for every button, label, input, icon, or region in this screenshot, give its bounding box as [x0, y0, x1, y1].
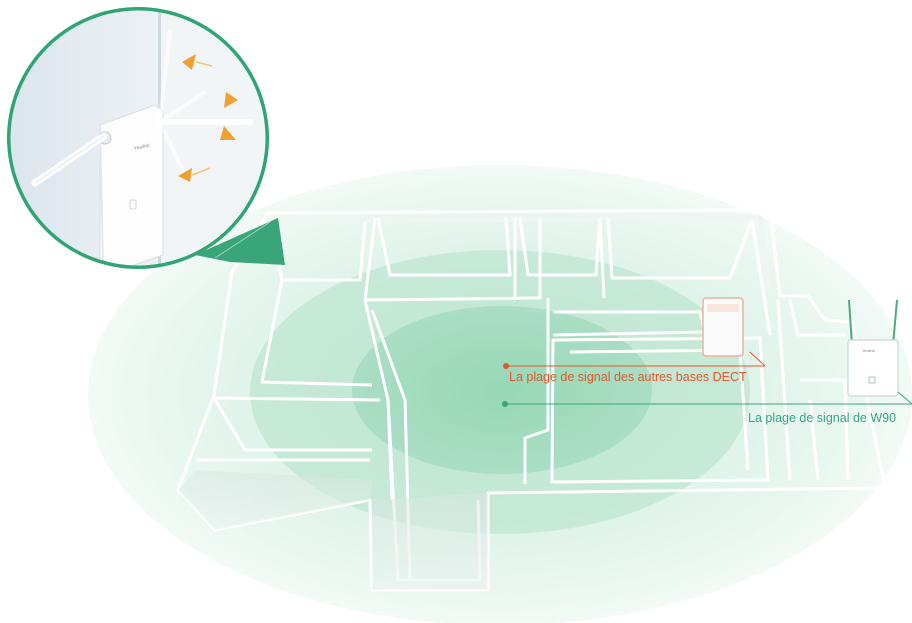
dect-coverage-area	[352, 306, 652, 474]
dect-base-device	[703, 298, 743, 356]
w90-range-label: La plage de signal de W90	[748, 412, 896, 425]
dect-range-label: La plage de signal des autres bases DECT	[509, 371, 747, 384]
w90-logo: Yealink	[862, 348, 875, 353]
